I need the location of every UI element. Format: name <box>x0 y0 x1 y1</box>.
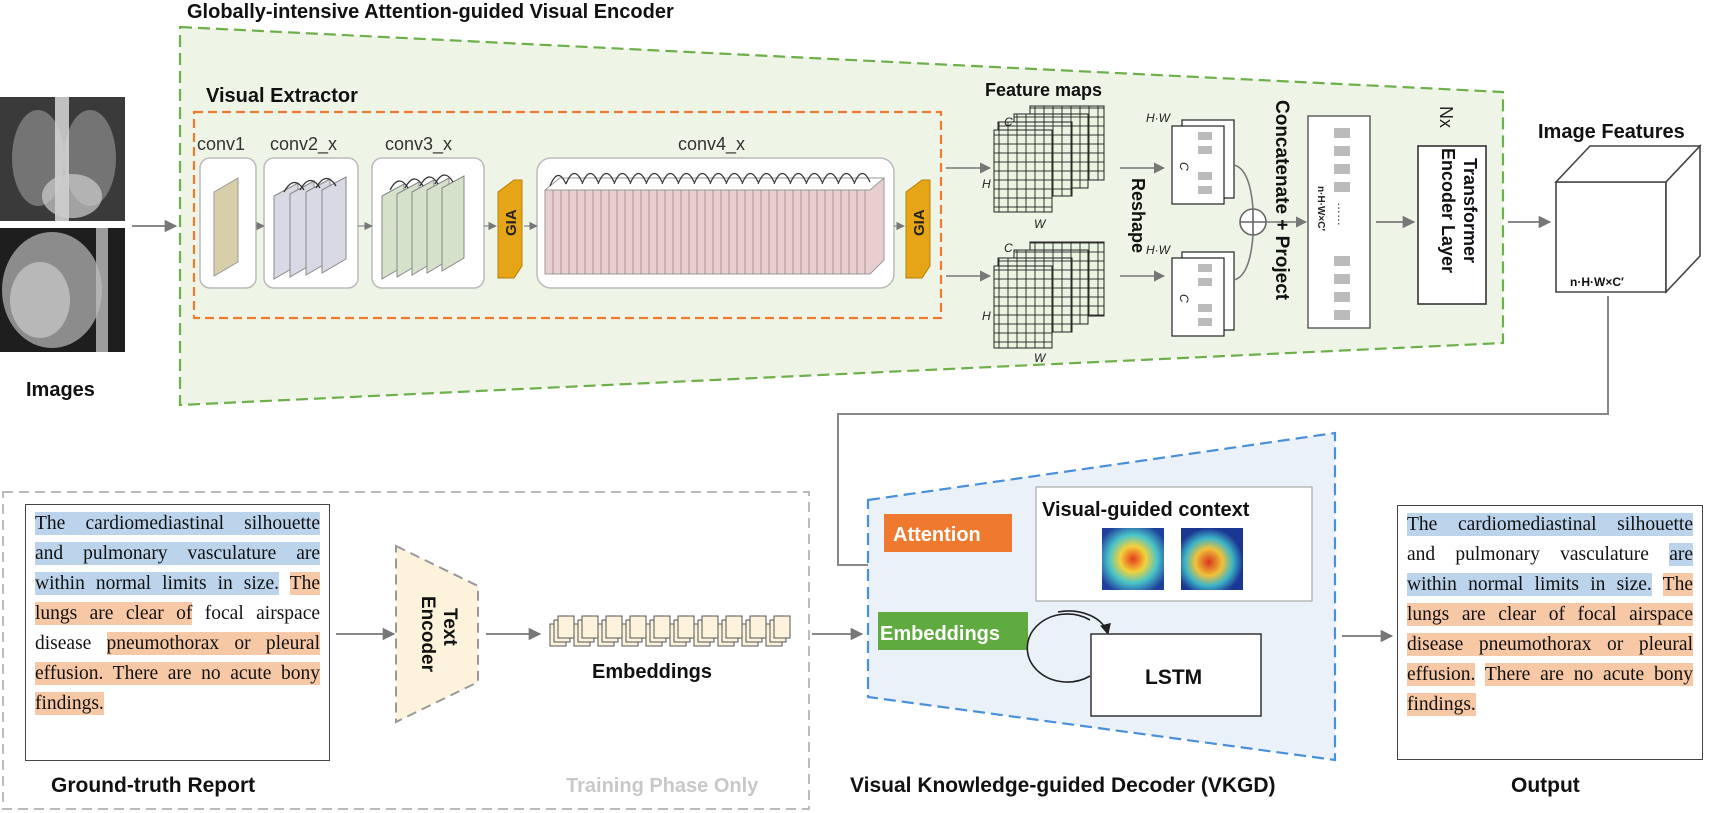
decoder-embeddings-label: Embeddings <box>880 623 1000 645</box>
ground-truth-report: The cardiomediastinal silhouette and pul… <box>25 504 330 761</box>
text-encoder: Text Encoder <box>395 544 479 724</box>
output-segment-2: and pulmonary vasculature <box>1407 544 1649 565</box>
conv1-block: conv1 <box>197 134 257 289</box>
c-dim-label: C <box>1004 241 1013 255</box>
attention-badge: Attention <box>884 514 1012 552</box>
conv3-block: conv3_x <box>371 134 485 289</box>
reshaped-stack-bottom: H·W C <box>1146 243 1235 337</box>
transformer-label-2: Encoder Layer <box>1438 148 1458 273</box>
report-segment-3: focal airspace disease <box>35 603 321 654</box>
output-report: The cardiomediastinal silhouette and pul… <box>1397 505 1703 760</box>
c-dim-label: C <box>1177 162 1191 171</box>
w-dim-label: W <box>1034 217 1047 231</box>
output-segment-1: The cardiomediastinal silhouette <box>1407 513 1693 536</box>
report-segment-1: The cardiomediastinal silhouette and pul… <box>35 512 320 595</box>
decoder-title: Visual Knowledge-guided Decoder (VKGD) <box>850 774 1276 797</box>
nx-label: Nx <box>1436 106 1456 128</box>
heatmap-image-2 <box>1181 528 1243 590</box>
chest-xray-lateral <box>0 228 125 352</box>
embeddings-label: Embeddings <box>592 661 712 683</box>
w-dim-label: W <box>1034 351 1047 365</box>
embedding-stack <box>549 615 791 647</box>
hw-dim-label: H·W <box>1146 111 1172 125</box>
ground-truth-title: Ground-truth Report <box>51 774 255 797</box>
feature-maps-label: Feature maps <box>985 80 1102 100</box>
training-phase-region <box>2 491 810 810</box>
gia-label-1: GIA <box>503 209 520 236</box>
concat-symbol <box>1233 164 1308 281</box>
projected-vector: n·H·W×C′ …… <box>1307 115 1371 329</box>
h-dim-label: H <box>982 177 991 191</box>
h-dim-label: H <box>982 309 991 323</box>
visual-extractor-label: Visual Extractor <box>206 85 358 107</box>
chest-xray-frontal <box>0 97 125 221</box>
training-phase-label: Training Phase Only <box>566 775 759 797</box>
heatmap-image-1 <box>1102 528 1164 590</box>
lstm-label: LSTM <box>1145 666 1202 689</box>
image-features-label: Image Features <box>1538 121 1685 143</box>
visual-context-box: Visual-guided context <box>1035 486 1313 602</box>
concat-dim-label: n·H·W×C′ <box>1315 186 1326 231</box>
conv2-block: conv2_x <box>263 134 359 289</box>
hw-dim-label: H·W <box>1146 243 1172 257</box>
c-dim-label: C <box>1004 115 1013 129</box>
embeddings-badge: Embeddings <box>878 612 1028 650</box>
conv2-label: conv2_x <box>270 134 337 155</box>
c-dim-label: C <box>1177 294 1191 303</box>
encoder-title: Globally-intensive Attention-guided Visu… <box>187 1 674 23</box>
images-label: Images <box>26 379 95 401</box>
conv4-label: conv4_x <box>678 134 745 155</box>
feature-map-top: C H W <box>982 105 1105 231</box>
transformer-encoder-layer: Transformer Encoder Layer Nx <box>1417 106 1487 305</box>
visual-context-label: Visual-guided context <box>1042 499 1250 521</box>
conv1-label: conv1 <box>197 134 245 154</box>
conv3-label: conv3_x <box>385 134 452 155</box>
text-encoder-label-2: Encoder <box>417 596 438 673</box>
text-encoder-label-1: Text <box>439 608 460 646</box>
reshaped-stack-top: H·W C <box>1146 111 1235 205</box>
attention-label: Attention <box>893 524 981 546</box>
conv4-block: conv4_x <box>536 134 895 289</box>
reshape-label: Reshape <box>1128 178 1148 253</box>
gia-block-2: GIA <box>905 179 931 279</box>
gia-label-2: GIA <box>911 209 928 236</box>
cube-dim-label: n·H·W×C′ <box>1570 275 1624 289</box>
feature-map-bottom: C H W <box>982 241 1105 365</box>
dots-label: …… <box>1335 202 1349 226</box>
lstm-box: LSTM <box>1090 633 1262 717</box>
gia-block-1: GIA <box>497 179 523 279</box>
recurrent-loop <box>1026 610 1108 683</box>
concat-label: Concatenate + Project <box>1271 100 1292 301</box>
transformer-label-1: Transformer <box>1460 158 1480 263</box>
image-features-cube: Image Features n·H·W×C′ <box>1538 121 1702 295</box>
output-title: Output <box>1511 774 1580 797</box>
